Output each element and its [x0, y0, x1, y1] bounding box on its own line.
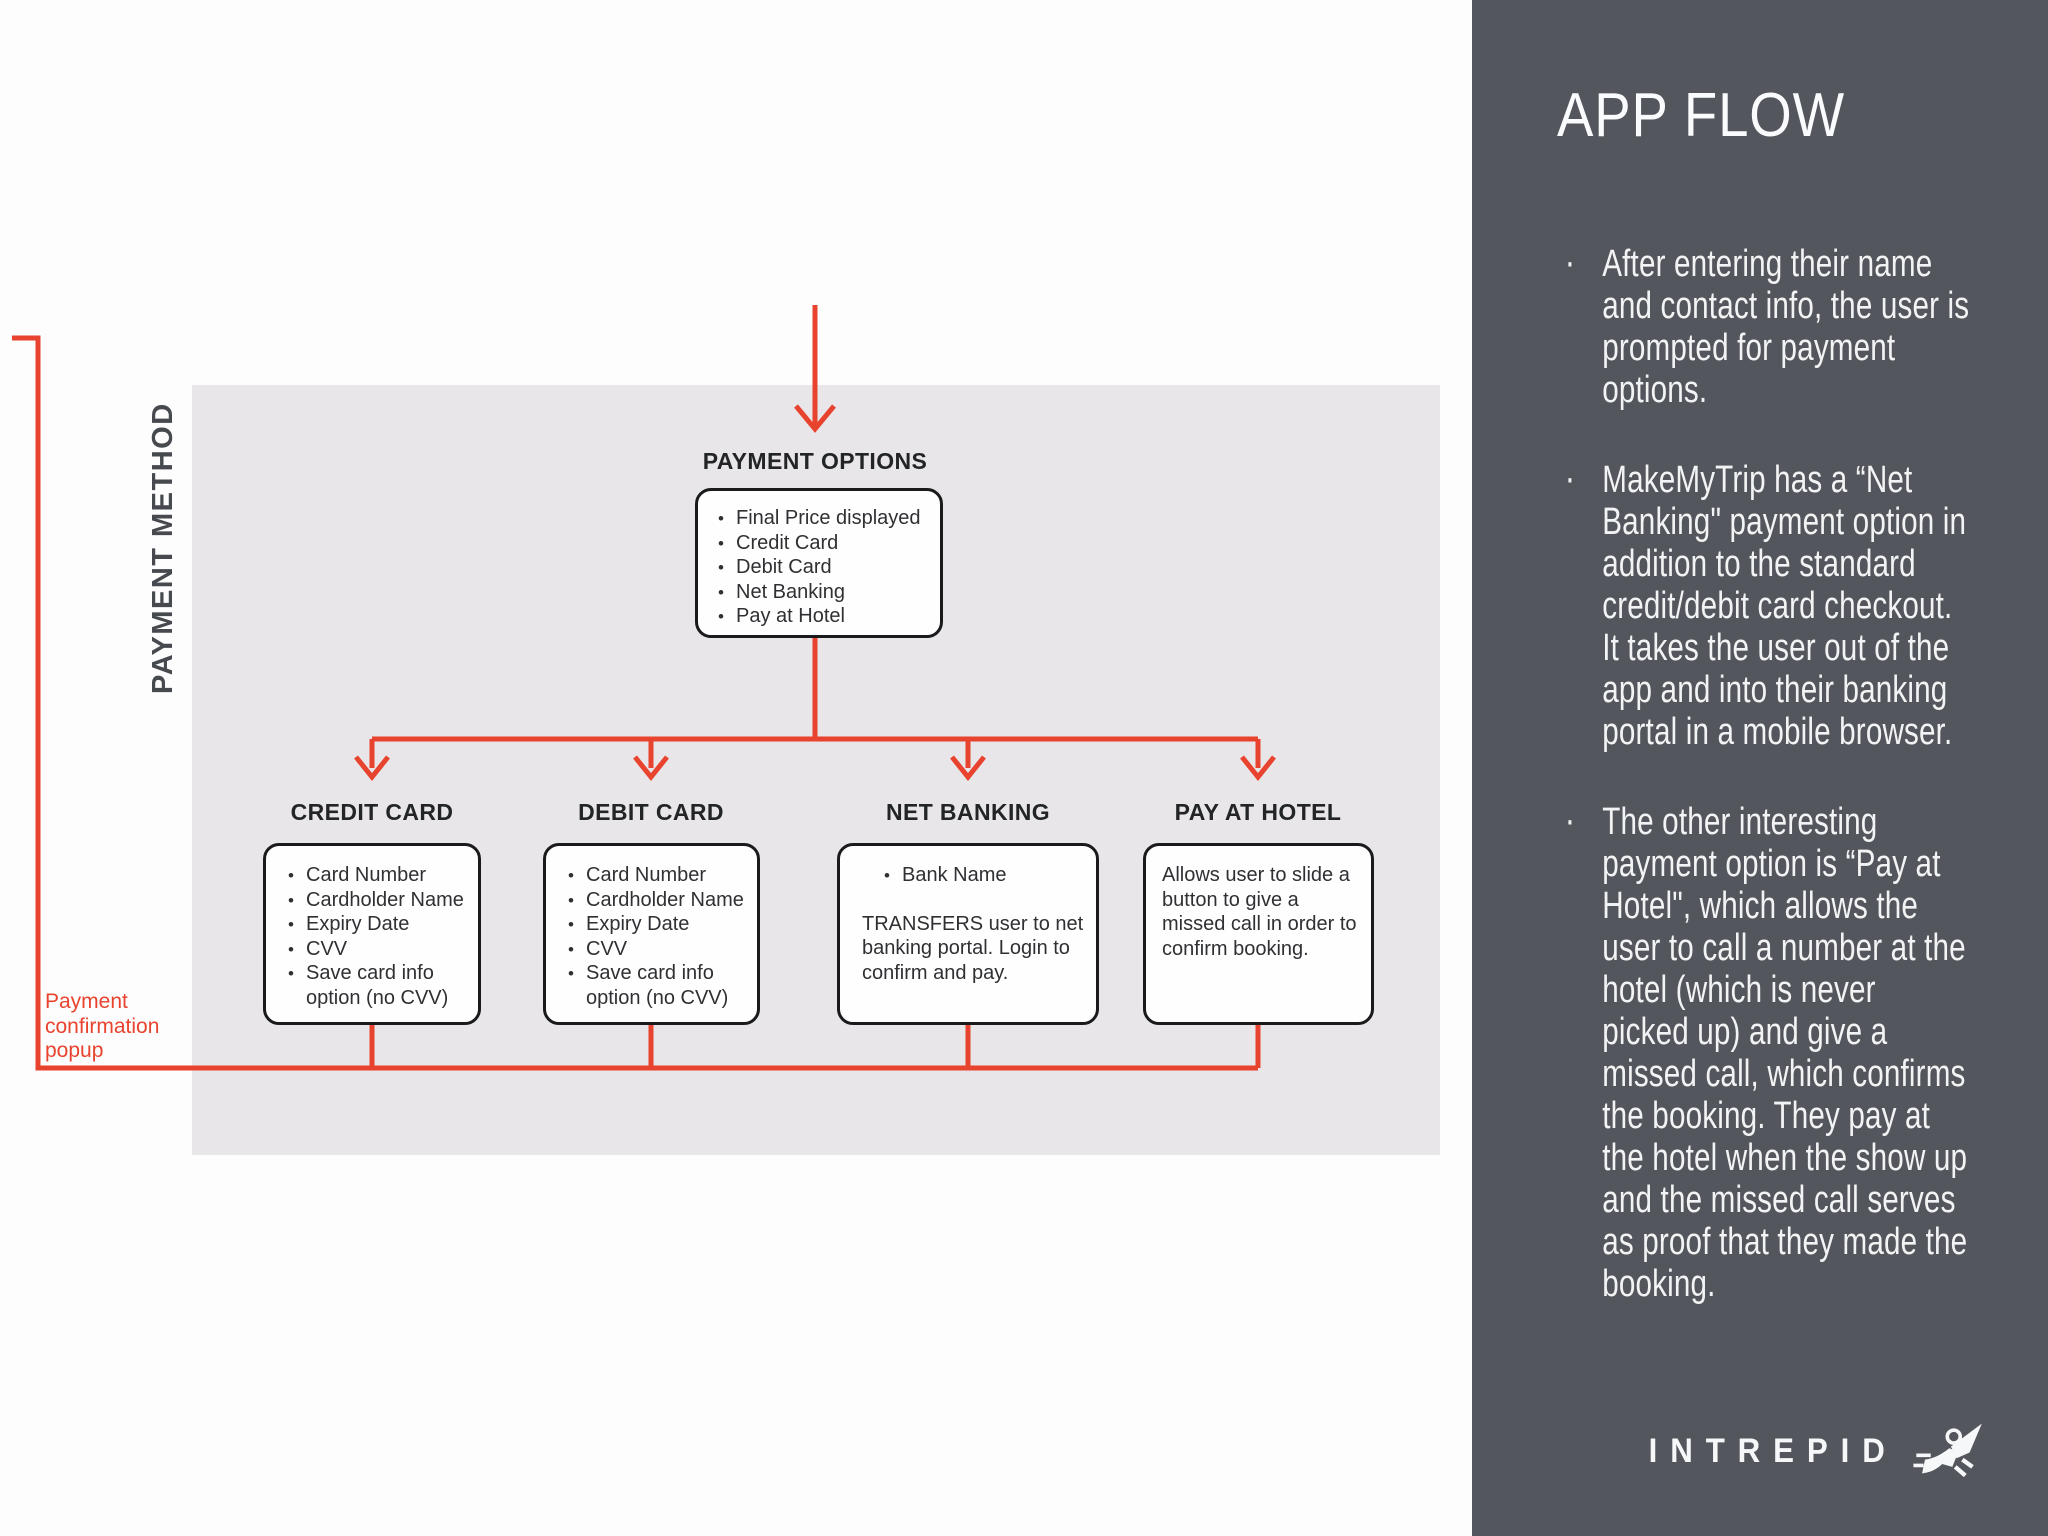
credit-card-item: Card Number	[282, 863, 466, 888]
sidebar-bullet-list: After entering their name and contact in…	[1557, 241, 1970, 1353]
arrowhead-down-icon	[633, 755, 669, 782]
intrepid-logo-text: INTREPID	[1648, 1431, 1898, 1470]
node-title-credit-card: CREDIT CARD	[290, 799, 454, 825]
payment-option-item: Final Price displayed	[712, 506, 932, 531]
payment-options-list: Final Price displayedCredit CardDebit Ca…	[712, 506, 932, 629]
arrowhead-down-icon	[950, 755, 986, 782]
debit-card-list: Card NumberCardholder NameExpiry DateCVV…	[562, 863, 745, 1010]
net-banking-item: Bank Name	[878, 863, 1084, 888]
credit-card-item: Expiry Date	[282, 912, 466, 937]
arrowhead-down-icon	[354, 755, 390, 782]
payment-option-item: Credit Card	[712, 531, 932, 555]
net-banking-note: TRANSFERS user to net banking portal. Lo…	[862, 912, 1084, 984]
node-title-payment-options: PAYMENT OPTIONS	[702, 448, 928, 474]
payment-option-item: Debit Card	[712, 555, 932, 580]
debit-card-item: Save card info option (no CVV)	[562, 961, 745, 1010]
payment-confirmation-note: Payment confirmation popup	[45, 990, 160, 1062]
credit-card-item: Cardholder Name	[282, 888, 466, 912]
sidebar-title: APP FLOW	[1557, 81, 1845, 150]
node-credit-card: Card NumberCardholder NameExpiry DateCVV…	[263, 843, 481, 1025]
credit-card-list: Card NumberCardholder NameExpiry DateCVV…	[282, 863, 466, 1010]
arrowhead-down-icon	[794, 404, 836, 433]
sidebar-bullet: MakeMyTrip has a “Net Banking" payment o…	[1557, 457, 1970, 753]
arrowhead-down-icon	[1240, 755, 1276, 782]
connector-line	[12, 335, 1258, 1071]
node-pay-at-hotel: Allows user to slide a button to give a …	[1143, 843, 1374, 1025]
debit-card-item: Card Number	[562, 863, 745, 888]
credit-card-item: Save card info option (no CVV)	[282, 961, 466, 1010]
credit-card-item: CVV	[282, 937, 466, 961]
sidebar-bullet: The other interesting payment option is …	[1557, 799, 1970, 1305]
node-title-pay-at-hotel: PAY AT HOTEL	[1174, 799, 1342, 825]
debit-card-item: Expiry Date	[562, 912, 745, 937]
node-title-debit-card: DEBIT CARD	[578, 799, 724, 825]
node-net-banking: Bank Name TRANSFERS user to net banking …	[837, 843, 1099, 1025]
node-title-net-banking: NET BANKING	[885, 799, 1051, 825]
payment-option-item: Net Banking	[712, 580, 932, 604]
intrepid-rocket-icon	[1913, 1423, 1982, 1478]
pay-at-hotel-note: Allows user to slide a button to give a …	[1162, 864, 1357, 960]
sidebar-bullet: After entering their name and contact in…	[1557, 241, 1970, 411]
app-flow-sidebar: APP FLOW After entering their name and c…	[1472, 0, 2048, 1536]
debit-card-item: Cardholder Name	[562, 888, 745, 912]
payment-option-item: Pay at Hotel	[712, 604, 932, 629]
debit-card-item: CVV	[562, 937, 745, 961]
node-payment-options: Final Price displayedCredit CardDebit Ca…	[695, 488, 943, 638]
node-debit-card: Card NumberCardholder NameExpiry DateCVV…	[543, 843, 760, 1025]
payment-method-label: PAYMENT METHOD	[147, 402, 179, 694]
intrepid-logo: INTREPID	[1627, 1422, 1984, 1480]
net-banking-list: Bank Name	[862, 863, 1084, 888]
